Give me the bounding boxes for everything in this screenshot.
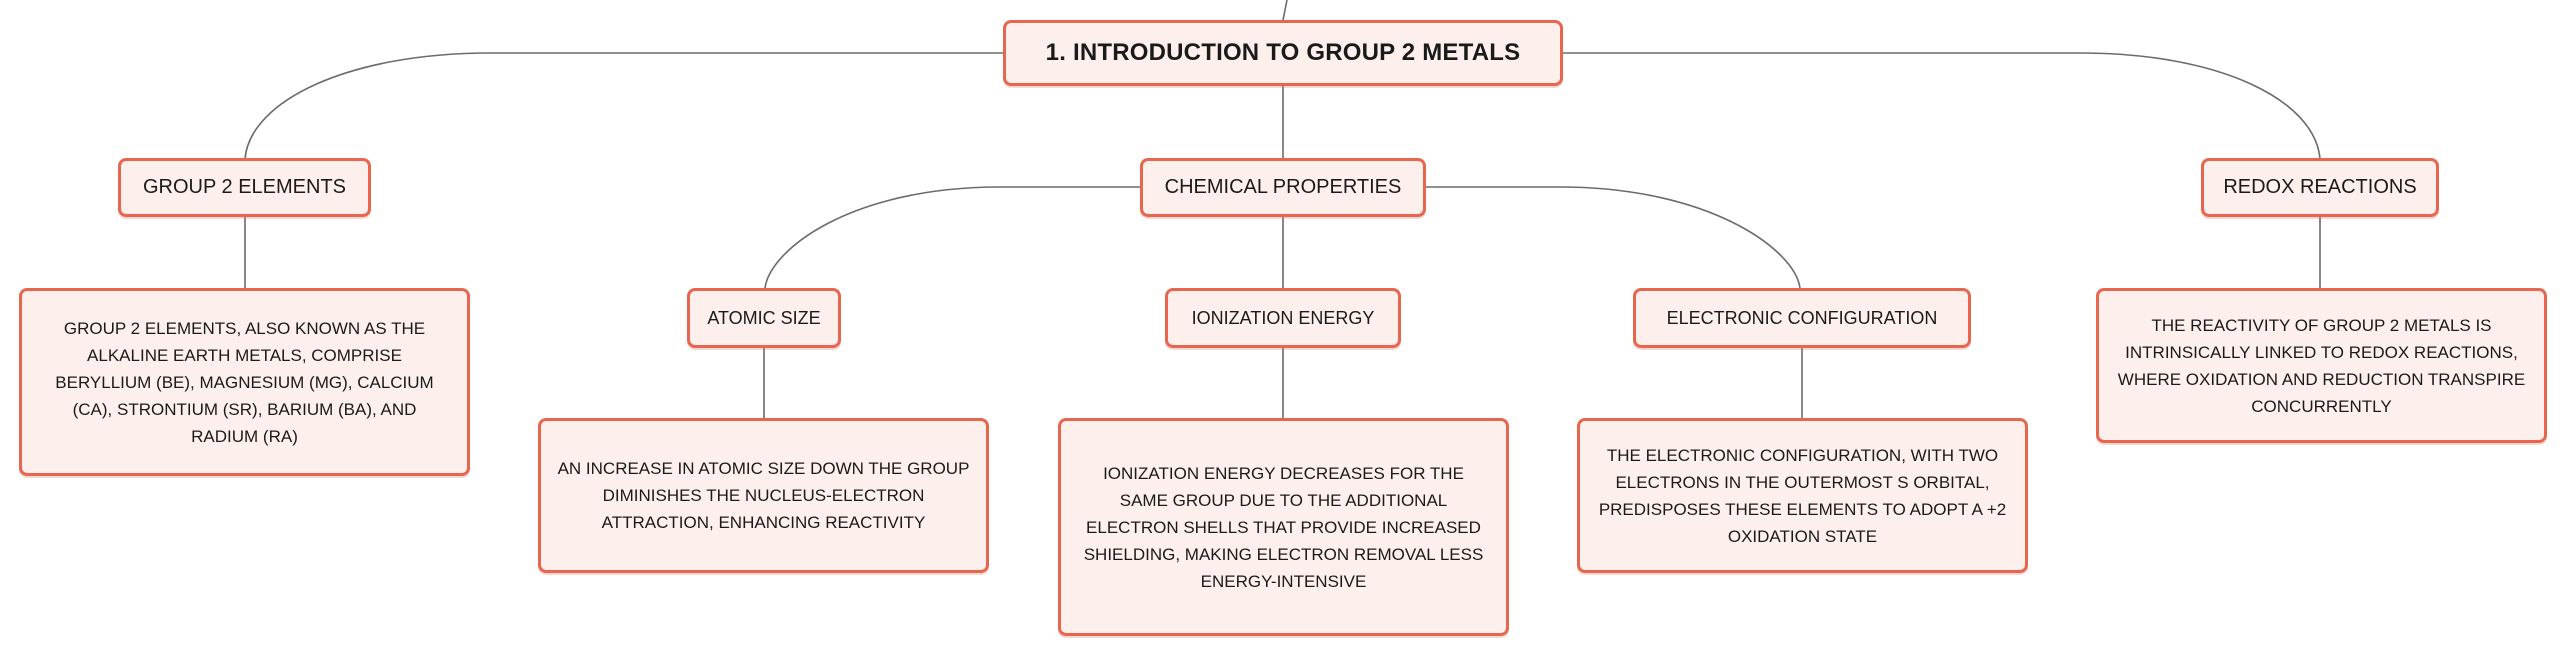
group2-elements-label: GROUP 2 ELEMENTS bbox=[142, 176, 347, 198]
group2-elements-node[interactable]: GROUP 2 ELEMENTS bbox=[118, 158, 371, 217]
electronic-configuration-node[interactable]: ELECTRONIC CONFIGURATION bbox=[1633, 288, 1971, 348]
group2-elements-detail-text: GROUP 2 ELEMENTS, ALSO KNOWN AS THE ALKA… bbox=[55, 318, 434, 446]
redox-reactions-detail[interactable]: THE REACTIVITY OF GROUP 2 METALS IS INTR… bbox=[2096, 288, 2547, 443]
redox-reactions-label: REDOX REACTIONS bbox=[2223, 176, 2417, 198]
root-node[interactable]: 1. INTRODUCTION TO GROUP 2 METALS bbox=[1003, 20, 1563, 86]
root-label: 1. INTRODUCTION TO GROUP 2 METALS bbox=[1045, 39, 1521, 66]
electronic-configuration-detail-text: THE ELECTRONIC CONFIGURATION, WITH TWO E… bbox=[1598, 445, 2007, 546]
atomic-size-label: ATOMIC SIZE bbox=[707, 307, 821, 328]
edge-chemical-to-atomic bbox=[764, 186, 1140, 289]
group2-elements-detail[interactable]: GROUP 2 ELEMENTS, ALSO KNOWN AS THE ALKA… bbox=[19, 288, 470, 476]
edge-root-to-group2 bbox=[244, 52, 1003, 160]
ionization-energy-detail-text: IONIZATION ENERGY DECREASES FOR THE SAME… bbox=[1083, 463, 1484, 591]
electronic-configuration-detail[interactable]: THE ELECTRONIC CONFIGURATION, WITH TWO E… bbox=[1577, 418, 2028, 573]
ionization-energy-detail[interactable]: IONIZATION ENERGY DECREASES FOR THE SAME… bbox=[1058, 418, 1509, 636]
chemical-properties-label: CHEMICAL PROPERTIES bbox=[1164, 176, 1402, 198]
redox-reactions-node[interactable]: REDOX REACTIONS bbox=[2201, 158, 2439, 217]
ionization-energy-label: IONIZATION ENERGY bbox=[1191, 307, 1375, 328]
edge-root-to-redox bbox=[1563, 52, 2321, 160]
edge-parent-to-root bbox=[1282, 0, 1288, 21]
chemical-properties-node[interactable]: CHEMICAL PROPERTIES bbox=[1140, 158, 1426, 217]
atomic-size-node[interactable]: ATOMIC SIZE bbox=[687, 288, 841, 348]
atomic-size-detail-text: AN INCREASE IN ATOMIC SIZE DOWN THE GROU… bbox=[557, 459, 970, 532]
electronic-configuration-label: ELECTRONIC CONFIGURATION bbox=[1666, 307, 1938, 328]
redox-reactions-detail-text: THE REACTIVITY OF GROUP 2 METALS IS INTR… bbox=[2117, 315, 2526, 416]
atomic-size-detail[interactable]: AN INCREASE IN ATOMIC SIZE DOWN THE GROU… bbox=[538, 418, 989, 573]
edge-chemical-to-electronic bbox=[1426, 186, 1801, 289]
ionization-energy-node[interactable]: IONIZATION ENERGY bbox=[1165, 288, 1401, 348]
